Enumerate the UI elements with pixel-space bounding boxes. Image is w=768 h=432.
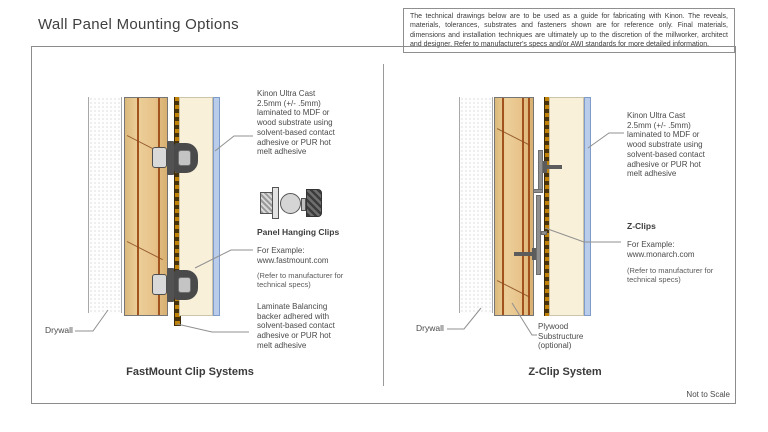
clip-icon-tab: [301, 198, 306, 211]
plywood-label: Plywood Substructure (optional): [538, 322, 584, 351]
clip-plate: [167, 268, 174, 302]
kinon-annotation-right: Kinon Ultra Cast 2.5mm (+/- .5mm) lamina…: [627, 111, 705, 179]
plywood-substructure: [494, 97, 534, 316]
kinon-annotation-left: Kinon Ultra Cast 2.5mm (+/- .5mm) lamina…: [257, 89, 335, 157]
z-clip-panel-side: [538, 150, 543, 193]
z-clips-label: Z-Clips: [627, 221, 656, 231]
fastmount-clip-top: [151, 141, 198, 175]
main-frame: [31, 46, 736, 404]
clip-button: [152, 274, 167, 295]
screw-top-shaft: [546, 165, 562, 169]
mdf-panel-right: [549, 97, 584, 316]
screw-top-head: [543, 161, 547, 173]
fastmount-clip-bottom: [151, 268, 198, 302]
refer-note-left: (Refer to manufacturer for technical spe…: [257, 271, 344, 290]
drywall-label-left: Drywall: [45, 325, 73, 335]
center-divider: [383, 64, 384, 386]
disclaimer-note: The technical drawings below are to be u…: [403, 8, 735, 53]
wood-grain-line: [522, 98, 524, 315]
kinon-laminate-strip-right: [584, 97, 591, 316]
zclip-caption: Z-Clip System: [528, 366, 602, 378]
refer-note-right: (Refer to manufacturer for technical spe…: [627, 266, 714, 285]
drywall-layer-right: [459, 97, 493, 313]
drywall-label-right: Drywall: [416, 323, 444, 333]
kinon-laminate-strip-left: [213, 97, 220, 316]
clip-icon-dark-block: [306, 189, 322, 217]
z-clip-wall-side: [536, 195, 541, 275]
panel-clips-label: Panel Hanging Clips: [257, 227, 340, 237]
clip-plate: [167, 141, 174, 175]
fastmount-example-text: For Example: www.fastmount.com: [257, 246, 329, 265]
clip-icon-bar: [272, 187, 279, 219]
clip-socket: [178, 277, 191, 293]
clip-button: [152, 147, 167, 168]
z-clip-panel-foot: [533, 189, 543, 193]
fastmount-caption: FastMount Clip Systems: [126, 366, 254, 378]
drywall-layer-left: [88, 97, 122, 313]
not-to-scale-label: Not to Scale: [686, 390, 730, 399]
wood-grain-line: [528, 98, 530, 315]
clip-socket: [178, 150, 191, 166]
screw-bottom-shaft: [514, 252, 534, 256]
wood-grain-line: [502, 98, 504, 315]
disclaimer-text: The technical drawings below are to be u…: [410, 13, 728, 48]
wood-grain-line: [158, 98, 160, 315]
screw-bottom-head: [532, 248, 536, 260]
monarch-example-text: For Example: www.monarch.com: [627, 240, 695, 259]
backer-annotation: Laminate Balancing backer adhered with s…: [257, 302, 335, 350]
page-title: Wall Panel Mounting Options: [38, 16, 239, 33]
z-clip-wall-step: [541, 231, 547, 235]
wood-grain-line: [137, 98, 139, 315]
clip-icon-knob: [280, 193, 301, 214]
